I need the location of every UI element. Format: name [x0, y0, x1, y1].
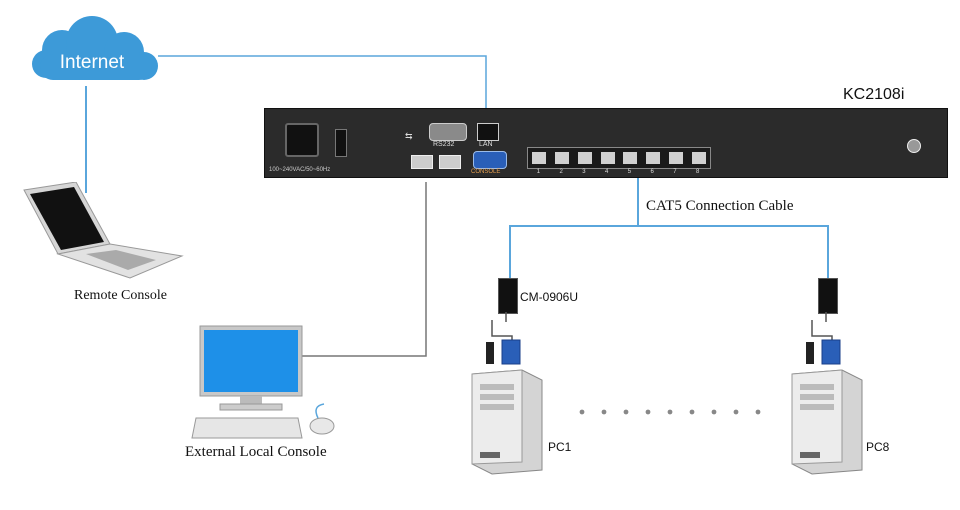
ground-icon — [907, 139, 921, 153]
rj45-port — [668, 152, 683, 164]
cm-0906u-adapter-1 — [498, 278, 518, 314]
internet-label: Internet — [59, 52, 125, 73]
local-console-label: External Local Console — [185, 444, 327, 460]
rj45-port — [691, 152, 706, 164]
kvm-device: 100~240VAC/50~60Hz ⇆ RS232 LAN CONSOLE 1… — [264, 108, 948, 178]
pc1-tower-icon — [471, 369, 543, 475]
cat5-cable-label: CAT5 Connection Cable — [646, 198, 794, 214]
lan-port — [477, 123, 499, 141]
rj45-port — [600, 152, 615, 164]
rs232-label: RS232 — [433, 141, 455, 148]
laptop-icon — [23, 182, 184, 279]
rj45-port-block — [527, 147, 711, 169]
console-label: CONSOLE — [471, 169, 501, 175]
cat5-branch — [509, 225, 829, 278]
remote-console-label: Remote Console — [74, 288, 167, 303]
pc8-label: PC8 — [866, 440, 890, 454]
port-number: 3 — [582, 169, 586, 175]
ellipsis-dots — [579, 409, 761, 415]
port-number: 8 — [695, 169, 700, 175]
rs232-port — [429, 123, 467, 141]
adapter-connectors-2 — [806, 312, 841, 365]
pc8-tower-icon — [791, 369, 863, 475]
usb-port-1 — [411, 155, 433, 169]
lan-label: LAN — [479, 141, 493, 148]
rj45-port — [577, 152, 592, 164]
cm-0906u-adapter-2 — [818, 278, 838, 314]
cloud-icon — [32, 16, 158, 80]
vga-console-port — [473, 151, 507, 169]
rj45-port — [555, 152, 570, 164]
pc1-label: PC1 — [548, 440, 572, 454]
rj45-port — [532, 152, 547, 164]
monitor-icon — [191, 325, 335, 439]
usb-icon: ⇆ — [405, 131, 413, 141]
rj45-port — [646, 152, 661, 164]
internet-cloud: Internet — [22, 14, 162, 86]
port-numbers: 1 2 3 4 5 6 7 8 — [527, 169, 709, 175]
port-number: 4 — [604, 169, 609, 175]
rj45-port — [623, 152, 638, 164]
port-number: 5 — [627, 169, 632, 175]
port-number: 2 — [559, 169, 563, 175]
device-model-label: KC2108i — [843, 86, 905, 103]
internet-lan-line — [158, 55, 487, 124]
adapter-label: CM-0906U — [520, 290, 579, 304]
adapter-connectors-1 — [486, 312, 521, 365]
port-number: 7 — [673, 169, 677, 175]
local-console-cable — [300, 182, 427, 357]
port-number: 1 — [536, 169, 541, 175]
usb-port-2 — [439, 155, 461, 169]
power-label: 100~240VAC/50~60Hz — [269, 167, 331, 173]
port-number: 6 — [650, 169, 654, 175]
power-inlet — [285, 123, 319, 157]
power-switch — [335, 129, 347, 157]
